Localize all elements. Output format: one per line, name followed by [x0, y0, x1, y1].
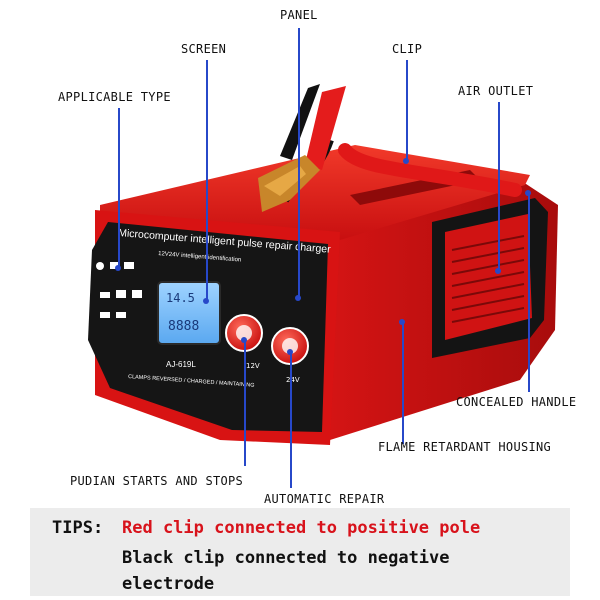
leader-panel	[298, 28, 300, 298]
label-applicable-type: APPLICABLE TYPE	[58, 90, 171, 104]
leader-flame-housing	[402, 322, 404, 444]
leader-panel-dot	[295, 295, 301, 301]
leader-applicable-type	[118, 108, 120, 268]
leader-screen	[206, 60, 208, 300]
knob-12v-center	[236, 325, 252, 341]
leader-pudian	[244, 340, 246, 466]
leader-pudian-dot	[241, 337, 247, 343]
label-clip: CLIP	[392, 42, 423, 56]
tips-prefix: TIPS:	[52, 518, 104, 538]
knob-12v-label: 12V	[246, 362, 260, 370]
boat-icon	[100, 312, 110, 318]
label-air-outlet: AIR OUTLET	[458, 84, 534, 98]
motorcycle-icon	[96, 262, 104, 270]
leader-screen-dot	[203, 298, 209, 304]
lorry-icon	[132, 290, 142, 298]
device-model: AJ-619L	[166, 360, 196, 369]
label-concealed-handle: CONCEALED HANDLE	[456, 395, 577, 409]
red-clip-handle	[305, 86, 346, 170]
truck-icon	[124, 262, 134, 269]
leader-applicable-type-dot	[115, 265, 121, 271]
label-pudian-starts-and-stops: PUDIAN STARTS AND STOPS	[70, 474, 244, 488]
red-cable	[338, 143, 522, 197]
leader-concealed-handle-dot	[525, 190, 531, 196]
tips-box: TIPS: Red clip connected to positive pol…	[30, 508, 570, 596]
black-clip-handle	[280, 84, 320, 160]
leader-automatic-repair	[290, 352, 292, 488]
tips-line-1: Red clip connected to positive pole	[122, 518, 481, 538]
label-panel: PANEL	[280, 8, 318, 22]
knob-24v-center	[282, 338, 298, 354]
lcd-readout-bottom: 8888	[168, 319, 199, 334]
tips-line-2: Black clip connected to negative	[122, 548, 450, 568]
vehicle-type-icons	[96, 262, 142, 318]
tips-line-3: electrode	[122, 574, 215, 594]
leader-concealed-handle	[528, 192, 530, 392]
label-screen: SCREEN	[181, 42, 227, 56]
car-icon	[110, 262, 119, 269]
lcd-readout-top: 14.5	[166, 291, 195, 305]
clip-jaw-inner	[264, 166, 306, 196]
leader-air-outlet-dot	[495, 268, 501, 274]
air-outlet-slats	[451, 235, 525, 323]
tractor-icon	[116, 312, 126, 318]
bus-icon	[116, 290, 126, 298]
air-outlet-grille	[445, 214, 532, 340]
leader-clip	[406, 60, 408, 160]
lcd-screen	[157, 281, 221, 345]
knob-24v-label: 24V	[286, 376, 300, 384]
leader-flame-housing-dot	[399, 319, 405, 325]
label-flame-retardant-housing: FLAME RETARDANT HOUSING	[378, 440, 552, 454]
leader-automatic-repair-dot	[287, 349, 293, 355]
leader-clip-dot	[403, 158, 409, 164]
label-automatic-repair: AUTOMATIC REPAIR	[264, 492, 385, 506]
sedan-icon	[100, 292, 110, 298]
leader-air-outlet	[498, 102, 500, 270]
